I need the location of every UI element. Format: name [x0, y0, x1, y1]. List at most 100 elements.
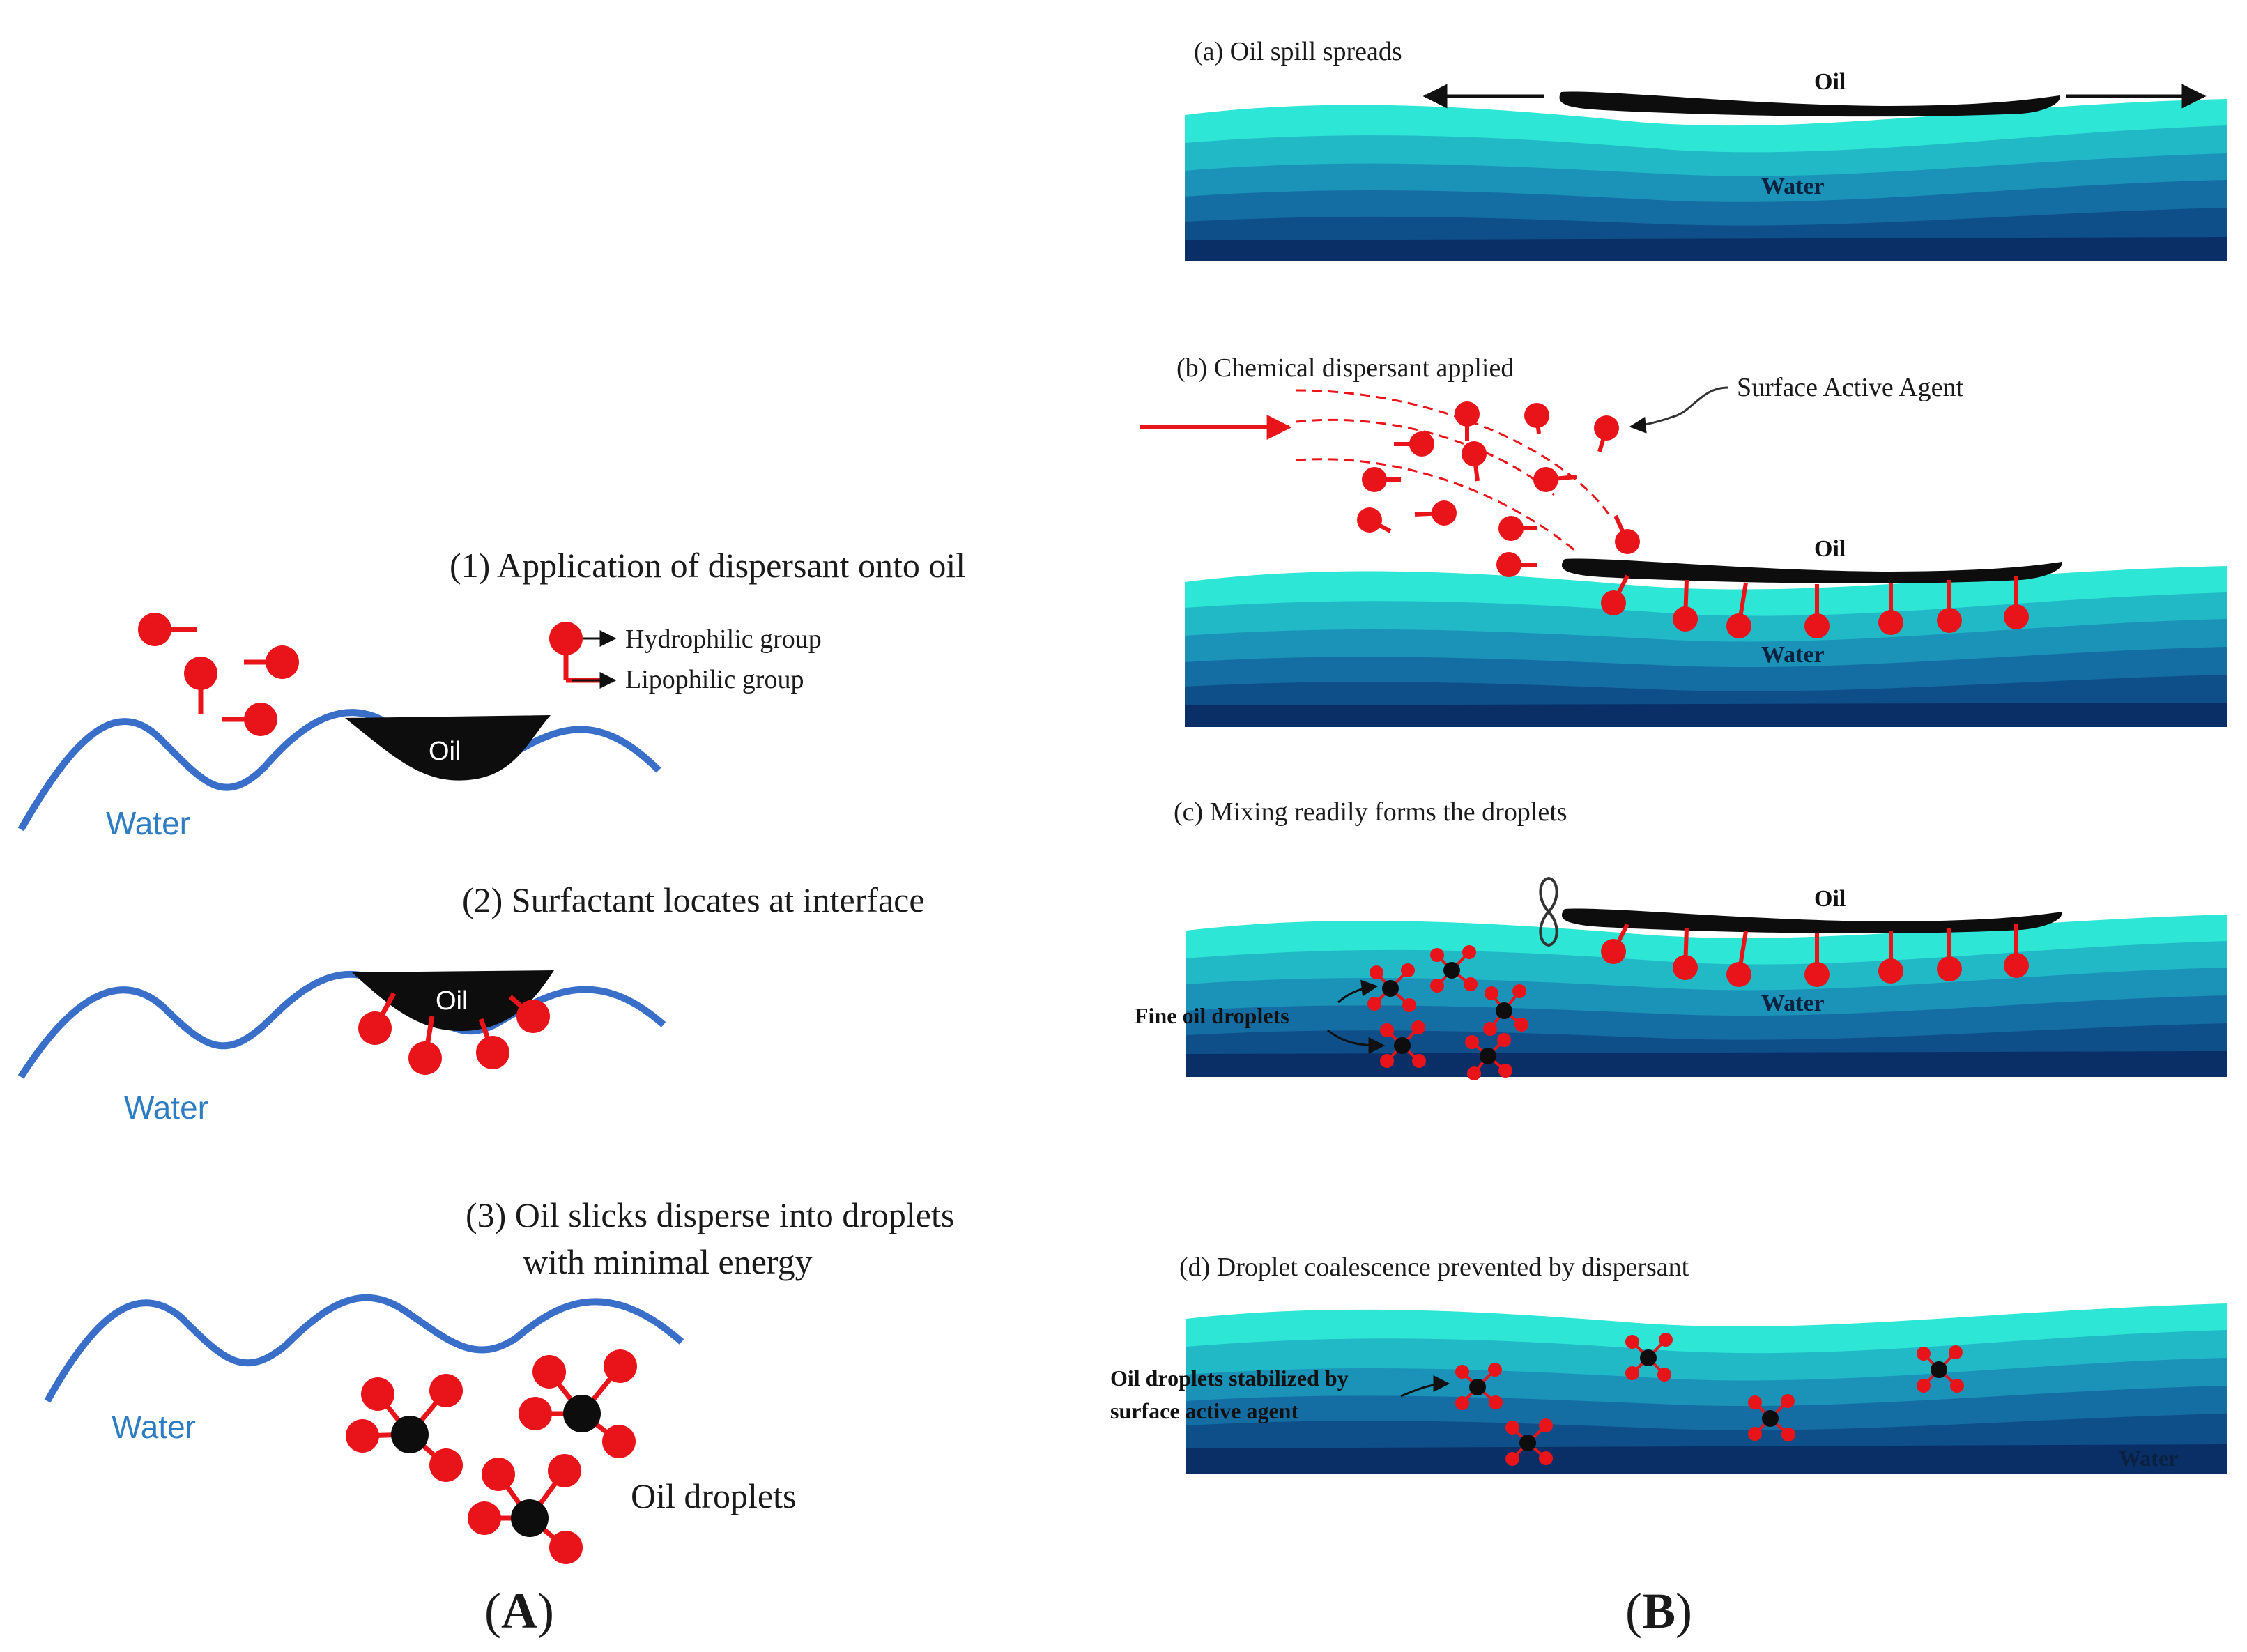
- step3-water-label: Water: [112, 1409, 196, 1445]
- panel-b: (a) Oil spill spreads Oil Water (b) Chem…: [1110, 37, 2227, 1639]
- step2-water-label: Water: [124, 1089, 208, 1126]
- surfactant-molecule: [1726, 582, 1751, 638]
- stabilized-oil-droplet: [519, 1349, 637, 1458]
- oil-slick: [345, 715, 551, 781]
- water-surface-line: [17, 970, 666, 1079]
- sub-c-water-label: Water: [1761, 991, 1825, 1016]
- fine-oil-droplet: [1380, 1020, 1426, 1068]
- surfactant-molecule: [476, 1018, 509, 1069]
- sub-d-water-label: Water: [2119, 1446, 2178, 1471]
- step1-title: (1) Application of dispersant onto oil: [450, 546, 965, 585]
- surfactant-molecule: [1673, 928, 1698, 980]
- sub-panel-c: (c) Mixing readily forms the droplets Oi…: [1135, 797, 2227, 1080]
- step1-water-label: Water: [106, 805, 190, 841]
- water-body: [1186, 915, 2227, 1077]
- surfactant-molecule: [222, 703, 277, 736]
- surfactant-molecule: [1601, 574, 1629, 615]
- surfactant-molecule: [2004, 576, 2029, 629]
- sub-a-oil-label: Oil: [1814, 69, 1846, 95]
- fine-oil-droplet: [1483, 984, 1528, 1036]
- surfactant-molecule: [358, 992, 397, 1045]
- surfactant-molecule: [408, 1016, 442, 1075]
- surfactant-molecule: [1357, 507, 1392, 533]
- surfactant-molecule: [1601, 923, 1629, 964]
- surfactant-molecule: [1496, 552, 1537, 577]
- sub-d-title: (d) Droplet coalescence prevented by dis…: [1179, 1253, 1689, 1282]
- surfactant-molecule: [1726, 931, 1751, 987]
- mixer-propeller-icon: [1539, 876, 1558, 947]
- stabilized-label-line2: surface active agent: [1110, 1398, 1298, 1423]
- spray-trail: [1296, 418, 1555, 496]
- sub-c-title: (c) Mixing readily forms the droplets: [1174, 797, 1567, 827]
- stabilized-oil-droplet: [1455, 1363, 1503, 1410]
- oil-slick: [352, 970, 554, 1032]
- sub-a-water-label: Water: [1761, 174, 1825, 199]
- lipophilic-label: Lipophilic group: [625, 665, 804, 694]
- sub-b-oil-label: Oil: [1814, 536, 1846, 562]
- stabilized-oil-droplet: [1505, 1418, 1553, 1466]
- step3-title-line1: (3) Oil slicks disperse into droplets: [466, 1195, 954, 1234]
- surfactant-molecule: [1804, 933, 1830, 987]
- oil-droplets-label: Oil droplets: [631, 1476, 796, 1515]
- fine-oil-droplet: [1430, 945, 1478, 993]
- sub-panel-b: (b) Chemical dispersant applied Surface …: [1140, 353, 2227, 727]
- stabilized-oil-droplet: [468, 1454, 583, 1564]
- fine-droplets-pointer: [1337, 979, 1379, 1004]
- fine-oil-droplet: [1465, 1033, 1512, 1080]
- surfactant-molecule: [244, 645, 299, 679]
- surfactant-molecule: [1362, 467, 1401, 492]
- spray-trail: [1296, 389, 1611, 517]
- surfactant-molecule: [1455, 401, 1480, 441]
- surfactant-molecule: [1878, 931, 1903, 984]
- panel-b-label: (B): [1625, 1583, 1692, 1639]
- sub-b-water-label: Water: [1761, 642, 1825, 668]
- surfactant-molecule: [1937, 580, 1962, 633]
- water-body: [1185, 99, 2227, 261]
- surfactant-molecule: [1533, 467, 1577, 492]
- surfactant-molecule: [1524, 403, 1549, 434]
- panel-a: (1) Application of dispersant onto oil O…: [17, 546, 965, 1639]
- surfactant-molecule: [1394, 431, 1434, 457]
- sub-a-title: (a) Oil spill spreads: [1194, 37, 1402, 66]
- step1-group: (1) Application of dispersant onto oil O…: [17, 546, 965, 841]
- step3-title-line2: with minimal energy: [523, 1242, 813, 1281]
- sub-b-title: (b) Chemical dispersant applied: [1176, 353, 1514, 383]
- surfactant-molecule: [1673, 579, 1698, 632]
- step2-group: (2) Surfactant locates at interface Oil …: [17, 880, 925, 1126]
- step3-group: (3) Oil slicks disperse into droplets wi…: [44, 1195, 954, 1564]
- water-body: [1185, 566, 2227, 727]
- fine-droplets-pointer: [1327, 1029, 1386, 1054]
- surfactant-molecule: [2004, 924, 2029, 978]
- surfactant-molecule: [1414, 500, 1457, 526]
- stabilized-label-line1: Oil droplets stabilized by: [1110, 1366, 1349, 1391]
- fine-droplets-label: Fine oil droplets: [1135, 1003, 1289, 1028]
- water-surface-line: [44, 1294, 684, 1403]
- sub-c-oil-label: Oil: [1814, 886, 1846, 912]
- stabilized-oil-droplet: [1748, 1394, 1795, 1441]
- surfactant-molecule: [1613, 514, 1640, 554]
- surfactant-molecule: [1878, 583, 1903, 635]
- fine-oil-droplet: [1367, 963, 1416, 1012]
- stabilized-oil-droplet: [346, 1374, 463, 1482]
- sub-panel-a: (a) Oil spill spreads Oil Water: [1185, 37, 2227, 261]
- legend-surfactant: [549, 622, 617, 689]
- surfactant-molecule: [1462, 441, 1487, 482]
- surfactant-molecule: [184, 657, 217, 714]
- hydrophilic-label: Hydrophilic group: [625, 625, 822, 654]
- stabilized-pointer: [1400, 1375, 1450, 1398]
- sub-b-agent-label: Surface Active Agent: [1737, 373, 1963, 402]
- surfactant-molecule: [1804, 584, 1830, 638]
- step1-oil-label: Oil: [429, 737, 461, 766]
- surfactant-molecule: [1594, 415, 1619, 452]
- surfactant-molecule: [1937, 928, 1962, 981]
- step2-oil-label: Oil: [436, 986, 468, 1016]
- panel-a-label: (A): [484, 1583, 554, 1639]
- stabilized-oil-droplet: [1917, 1345, 1964, 1393]
- oil-slick: [1559, 91, 2060, 117]
- oil-slick: [1561, 558, 2062, 583]
- spray-trail: [1296, 458, 1576, 552]
- step2-title: (2) Surfactant locates at interface: [462, 880, 925, 919]
- oil-slick: [1561, 908, 2062, 933]
- stabilized-oil-droplet: [1625, 1333, 1673, 1382]
